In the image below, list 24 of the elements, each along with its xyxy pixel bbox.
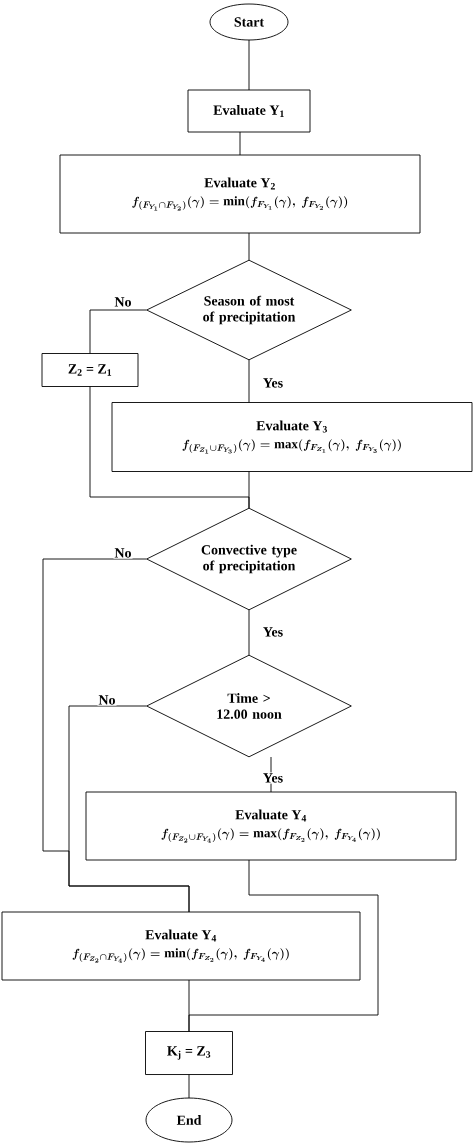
connector-line [270, 756, 272, 793]
process-box: Evaluate Y$_{4}$ $f_{(F_{Z_2}\cup F_{Y_4})}(\gamma) = \max(f_{F_{Z_2}}(\gamma),\ f_{F_{Y_4}}(\gamma))$ [85, 791, 457, 861]
connector-line [248, 232, 250, 261]
process-box: Z$_{2}$ = Z$_{1}$ [41, 353, 139, 387]
edge-label: No [113, 547, 133, 559]
edge-label: No [97, 694, 117, 706]
edge-label: Yes [261, 626, 285, 638]
process-box: Evaluate Y$_{4}$ $f_{(F_{Z_2}\cap F_{Y_4})}(\gamma) = \min(f_{F_{Z_2}}(\gamma),\ f_{F_{Y_4}}(\gamma))$ [1, 911, 361, 981]
process-box: Evaluate Y$_{2}$ $f_{(F_{Y_1}\cap F_{Y_2})}(\gamma) = \min(f_{F_{Y_1}}(\gamma),\ f_{F_{Y_2}}(\gamma))$ [59, 154, 421, 234]
connector-line [89, 309, 147, 354]
edge-label: No [113, 296, 133, 308]
process-box: K$_{j}$ = Z$_{3}$ [145, 1031, 233, 1075]
connector-line [188, 1074, 190, 1099]
connector-line [248, 39, 250, 91]
edge-label: Yes [261, 772, 285, 784]
connector-line [239, 131, 241, 156]
process-box: Evaluate Y$_{1}$ [187, 89, 311, 133]
connector-line [68, 705, 190, 913]
connector-line [248, 471, 250, 509]
connector-line [188, 979, 190, 1032]
connector-line [248, 359, 250, 403]
edge-label: Yes [261, 377, 285, 389]
process-box: Evaluate Y$_{3}$ $f_{(F_{Z_1}\cup F_{Y_3})}(\gamma) = \max(f_{F_{Z_1}}(\gamma),\ f_{F_{Y_3}}(\gamma))$ [111, 402, 473, 472]
connector-line [248, 609, 250, 656]
